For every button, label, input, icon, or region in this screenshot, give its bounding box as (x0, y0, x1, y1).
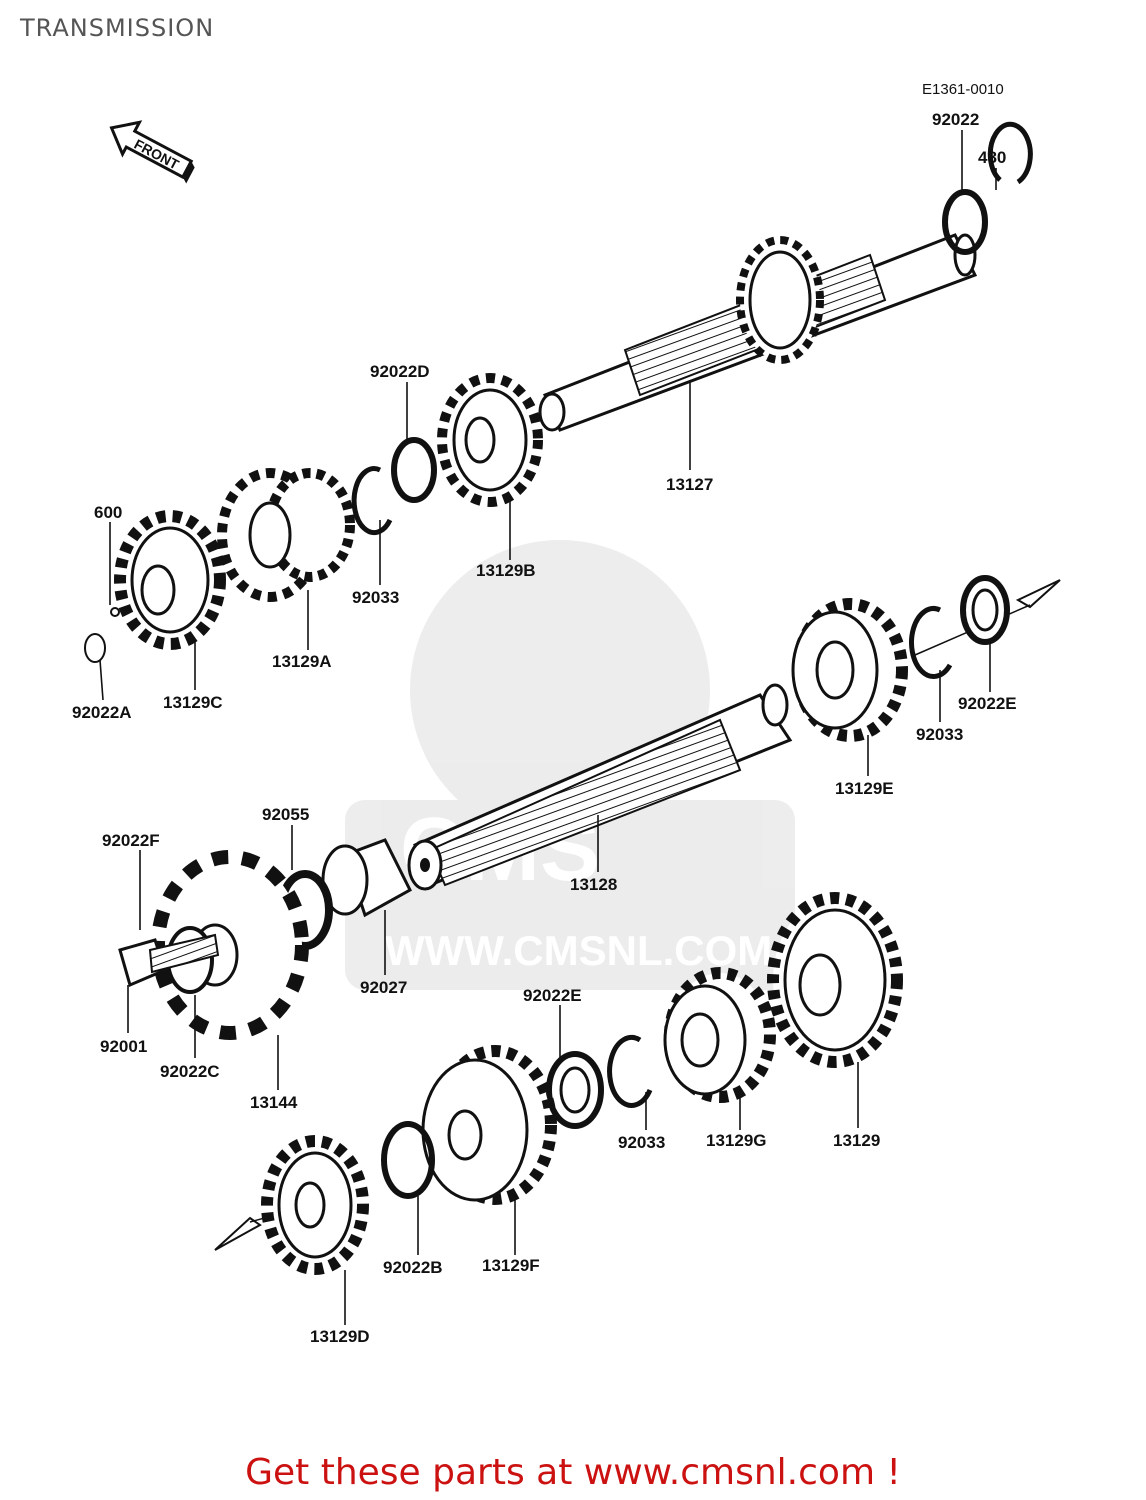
gear-13129D[interactable] (261, 1135, 369, 1275)
watermark-url: WWW.CMSNL.COM (385, 927, 772, 974)
label-92033-upper[interactable]: 92033 (352, 588, 399, 607)
pin-600[interactable] (110, 607, 120, 617)
washer-92022E-lower[interactable] (546, 1051, 604, 1129)
label-92027[interactable]: 92027 (360, 978, 407, 997)
front-arrow-icon: FRONT (109, 120, 195, 184)
washer-92022A[interactable] (84, 633, 106, 663)
shaft-gear[interactable] (736, 236, 824, 364)
gear-13129E[interactable] (791, 598, 908, 742)
label-13129[interactable]: 13129 (833, 1131, 880, 1150)
label-13129G[interactable]: 13129G (706, 1131, 767, 1150)
label-92022E-lower[interactable]: 92022E (523, 986, 582, 1005)
shaft-13128[interactable] (407, 683, 793, 891)
circlip-480[interactable] (987, 121, 1033, 185)
leader-lines (99, 130, 997, 1325)
page-title: TRANSMISSION (20, 14, 215, 42)
gear-13129G[interactable] (663, 967, 776, 1103)
label-13129E[interactable]: 13129E (835, 779, 894, 798)
circlip-92033-middle[interactable] (909, 606, 953, 679)
label-92022A[interactable]: 92022A (72, 703, 132, 722)
washer-92022D[interactable] (391, 437, 437, 503)
label-92022F[interactable]: 92022F (102, 831, 160, 850)
label-13129C[interactable]: 13129C (163, 693, 223, 712)
part-labels: 92022 480 92022D 13127 600 92022A 13129C… (72, 110, 1017, 1346)
label-13129A[interactable]: 13129A (272, 652, 332, 671)
gear-13129[interactable] (767, 892, 903, 1068)
label-92001[interactable]: 92001 (100, 1037, 147, 1056)
label-600[interactable]: 600 (94, 503, 122, 522)
washer-92022[interactable] (942, 189, 988, 255)
label-92022E-upper[interactable]: 92022E (958, 694, 1017, 713)
label-13128[interactable]: 13128 (570, 875, 617, 894)
circlip-92033-lower[interactable] (607, 1034, 653, 1108)
bolt-92001[interactable] (118, 933, 220, 988)
label-13129F[interactable]: 13129F (482, 1256, 540, 1275)
label-13129D[interactable]: 13129D (310, 1327, 370, 1346)
label-13127[interactable]: 13127 (666, 475, 713, 494)
label-480[interactable]: 480 (978, 148, 1006, 167)
washer-92022E-upper[interactable] (960, 575, 1010, 645)
gear-13129B[interactable] (437, 373, 543, 507)
label-13129B[interactable]: 13129B (476, 561, 536, 580)
washer-92022B[interactable] (381, 1121, 435, 1199)
label-92022B[interactable]: 92022B (383, 1258, 443, 1277)
collar-92027[interactable] (321, 838, 412, 918)
label-92033-lower[interactable]: 92033 (618, 1133, 665, 1152)
label-92033-middle[interactable]: 92033 (916, 725, 963, 744)
label-13144[interactable]: 13144 (250, 1093, 298, 1112)
label-92055[interactable]: 92055 (262, 805, 309, 824)
diagram-code: E1361-0010 (922, 81, 1004, 98)
label-92022[interactable]: 92022 (932, 110, 979, 129)
gear-13129C[interactable] (114, 510, 226, 650)
gear-13129F[interactable] (421, 1045, 557, 1205)
label-92022D[interactable]: 92022D (370, 362, 430, 381)
gear-13129A[interactable] (217, 468, 355, 602)
circlip-92033-upper[interactable] (351, 466, 393, 536)
footer-link[interactable]: Get these parts at www.cmsnl.com ! (245, 1452, 901, 1493)
label-92022C[interactable]: 92022C (160, 1062, 220, 1081)
